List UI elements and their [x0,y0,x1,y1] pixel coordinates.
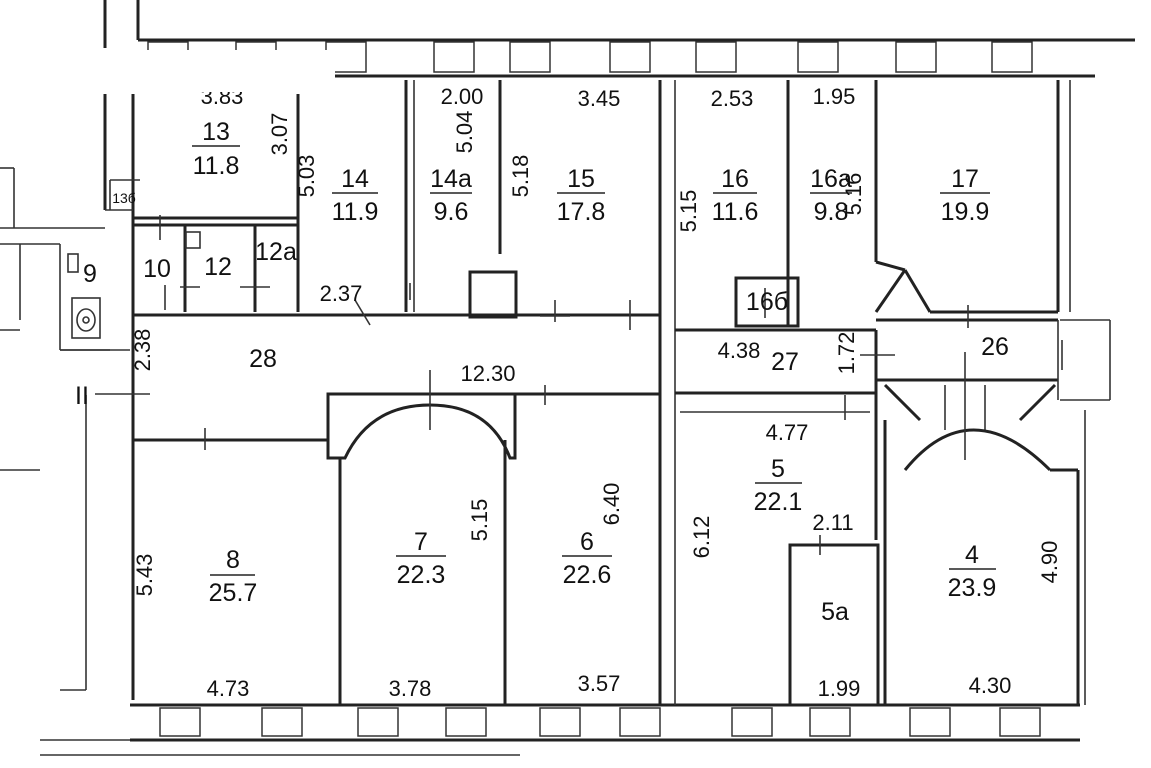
dim-2-38: 2.38 [130,329,155,372]
dim-4-30: 4.30 [969,673,1012,698]
dim-2-53: 2.53 [711,86,754,111]
dim-2-11: 2.11 [812,510,853,535]
door-marks [95,215,1063,555]
dim-5-15-mid: 5.15 [467,499,492,542]
room-14-number: 14 [341,165,369,193]
room-16a-number: 16а [810,165,852,193]
room-4-area: 23.9 [948,574,997,602]
room-15-area: 17.8 [557,198,606,226]
dim-5-16: 5.16 [841,173,866,216]
room-8-area: 25.7 [209,579,258,607]
dim-5-03: 5.03 [294,155,319,198]
room-4-number: 4 [965,541,979,569]
dim-4-90: 4.90 [1037,541,1062,584]
dim-3-45: 3.45 [578,86,621,111]
dim-3-07: 3.07 [267,113,292,156]
room-7-number: 7 [414,528,428,556]
room-13-number: 13 [202,118,230,146]
room-12a-label: 12а [255,238,297,266]
toilet-icon [67,231,201,339]
room-14a-number: 14а [430,165,472,193]
room-26-label: 26 [981,333,1009,361]
dim-6-40: 6.40 [599,483,624,526]
room-6-number: 6 [580,528,594,556]
room-13-area: 11.8 [193,152,240,180]
room-16-number: 16 [721,165,749,193]
dim-1-99: 1.99 [818,676,861,701]
interior-walls [60,80,1078,707]
room-9-label: 9 [83,260,97,288]
room-6-area: 22.6 [563,561,612,589]
masked-area [100,50,335,92]
room-15-number: 15 [567,165,595,193]
room-17-number: 17 [951,165,979,193]
windows-bottom [159,707,1041,737]
room-10-label: 10 [143,255,171,283]
room-27-label: 27 [771,348,799,376]
room-7-area: 22.3 [397,561,446,589]
room-14a-area: 9.6 [434,198,469,226]
room-12-label: 12 [204,253,232,281]
room-16a-area: 9.8 [814,198,849,226]
room-28-label: 28 [249,345,277,373]
dim-4-77: 4.77 [766,420,809,445]
room-5-area: 22.1 [754,488,803,516]
dim-12-30: 12.30 [460,361,515,386]
dim-5-04: 5.04 [452,111,477,154]
room-16b-label: 16б [746,288,788,316]
room-17-area: 19.9 [941,198,990,226]
dim-6-12: 6.12 [689,516,714,559]
dim-2-00: 2.00 [441,84,484,109]
dim-5-15-top: 5.15 [676,190,701,233]
room-labels: 13 11.8 14 11.9 14а 9.6 15 17.8 16 11.6 … [75,118,1009,626]
room-5-number: 5 [771,455,785,483]
room-13b-label: 13б [112,190,136,206]
dim-1-95: 1.95 [813,84,856,109]
stair-label: II [75,382,89,410]
dim-5-18: 5.18 [508,155,533,198]
dim-1-72: 1.72 [834,332,859,375]
dim-3-57: 3.57 [578,671,621,696]
room-5a-label: 5а [821,598,849,626]
dimension-labels: 3.83 3.07 5.03 2.00 5.04 3.45 5.18 2.53 … [130,84,1062,701]
dim-3-78: 3.78 [389,676,432,701]
dim-4-38: 4.38 [718,338,761,363]
dim-2-37: 2.37 [320,281,363,306]
room-8-number: 8 [226,546,240,574]
dim-4-73: 4.73 [207,676,250,701]
room-16-area: 11.6 [712,198,759,226]
fraction-lines [192,145,996,576]
room-14-area: 11.9 [332,198,379,226]
dim-5-43: 5.43 [132,554,157,597]
